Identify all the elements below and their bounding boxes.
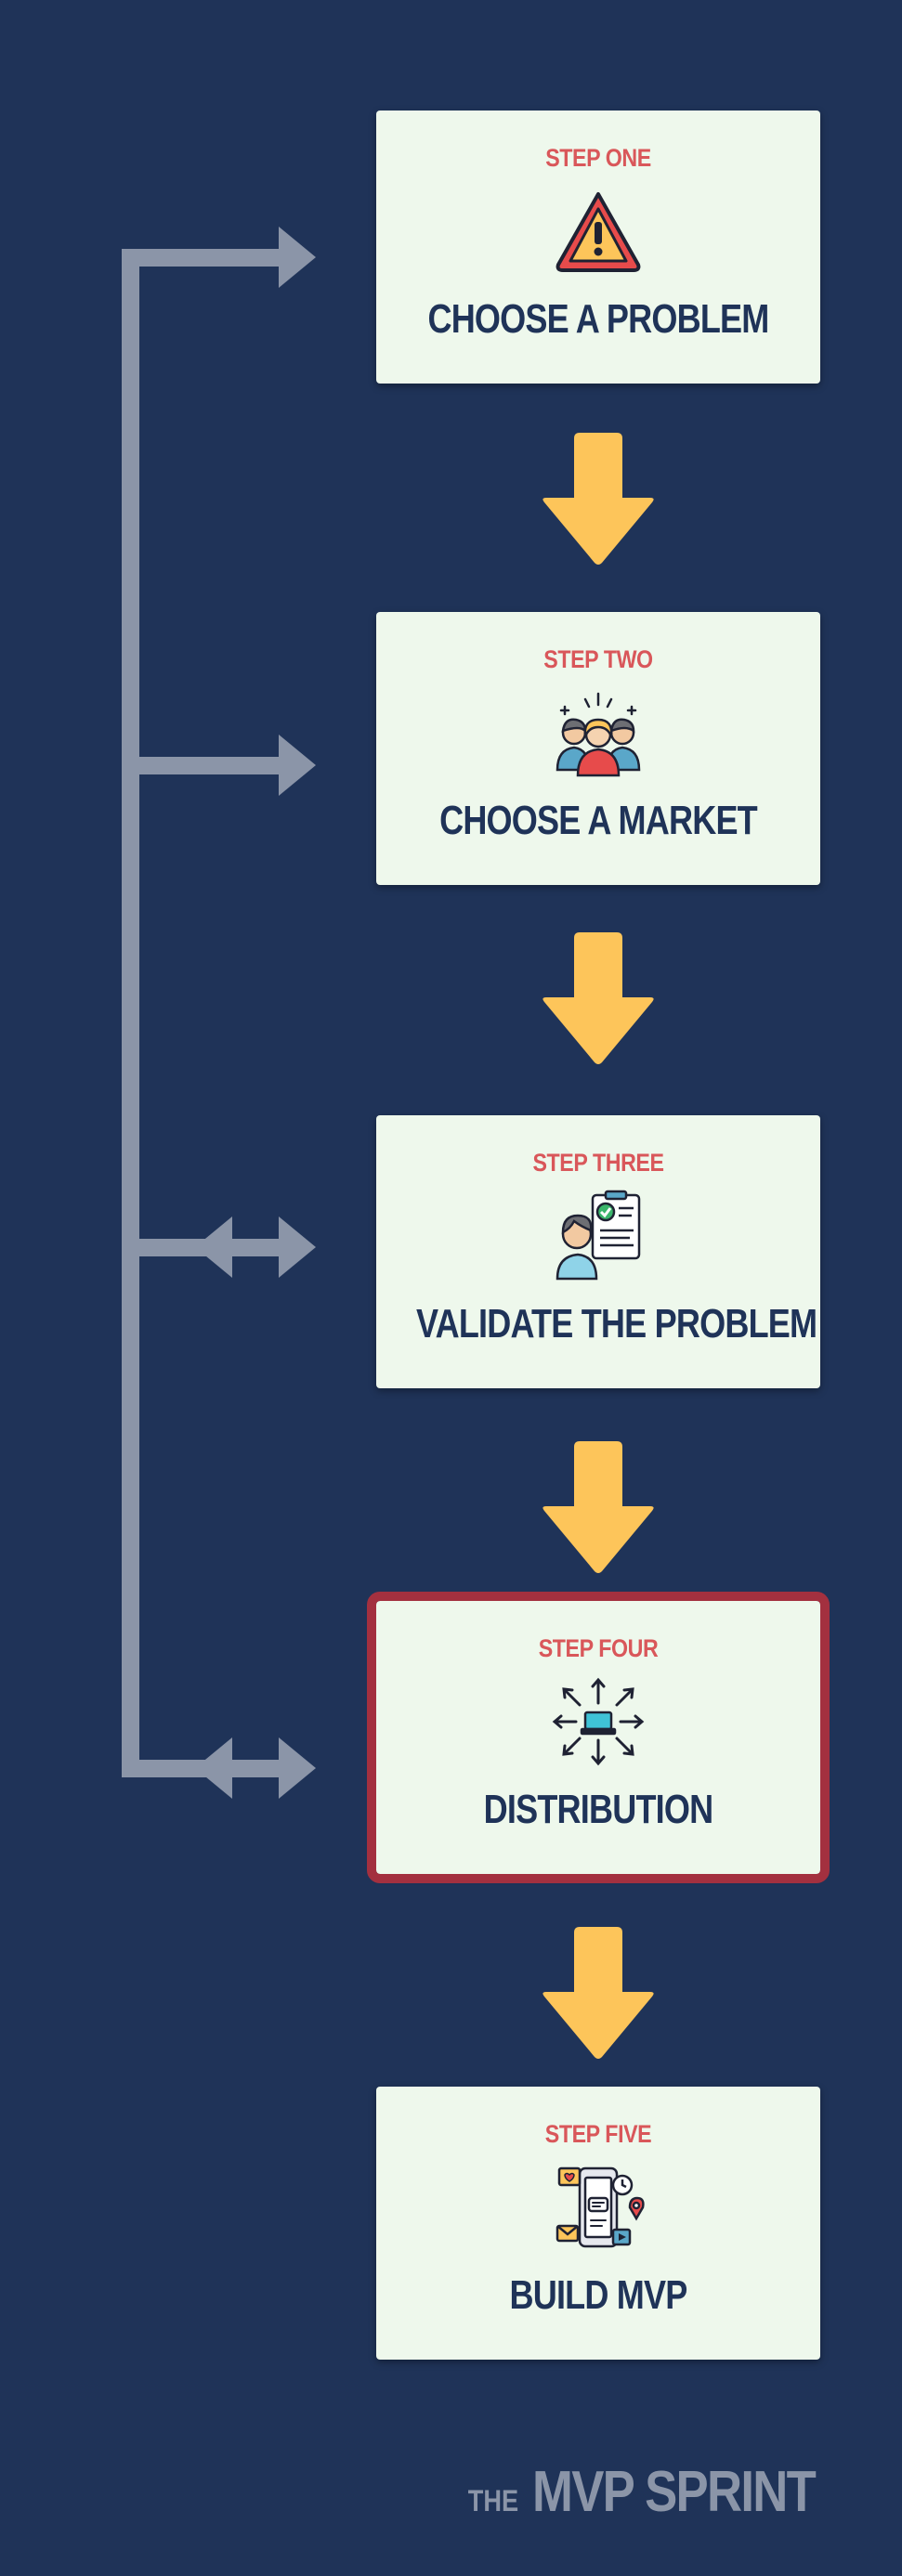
step-card-2: STEP TWO CHOOSE A MARKET [376, 612, 820, 885]
group-of-people-icon [556, 692, 641, 777]
feedback-branch-step-two [122, 757, 289, 774]
feedback-vertical-bar [122, 249, 139, 1777]
laptop-broadcast-icon [552, 1677, 645, 1766]
step-title: BUILD MVP [509, 2272, 687, 2318]
step-label: STEP TWO [543, 645, 653, 673]
arrowhead-right-step-two [279, 735, 316, 796]
flow-arrow-1-to-2 [543, 433, 654, 565]
step-label: STEP FOUR [538, 1634, 659, 1662]
step-label: STEP FIVE [544, 2120, 652, 2148]
step-title: VALIDATE THE PROBLEM [416, 1301, 817, 1347]
mobile-app-icon [556, 2166, 645, 2248]
step-card-4: STEP FOUR DISTRIBUTION [367, 1592, 830, 1883]
arrowhead-right-step-one [279, 227, 316, 288]
step-label: STEP ONE [545, 144, 651, 172]
brand-prefix: THE [467, 2484, 519, 2517]
flow-arrow-2-to-3 [543, 932, 654, 1064]
step-card-1: STEP ONE CHOOSE A PROBLEM [376, 111, 820, 384]
step-card-3: STEP THREE VALIDATE THE PROBLEM [376, 1115, 820, 1388]
person-checklist-icon [556, 1190, 641, 1281]
step-title: DISTRIBUTION [483, 1787, 714, 1832]
flow-arrow-4-to-5 [543, 1927, 654, 2059]
flow-arrow-3-to-4 [543, 1441, 654, 1573]
arrowhead-right-step-three [279, 1216, 316, 1278]
arrowhead-right-step-four [279, 1737, 316, 1799]
arrowhead-left-step-four [195, 1737, 232, 1799]
step-card-5: STEP FIVE BUILD MVP [376, 2087, 820, 2360]
step-label: STEP THREE [532, 1149, 664, 1177]
feedback-branch-step-one [122, 249, 289, 267]
brand-name: MVP SPRINT [532, 2460, 817, 2524]
brand-logo: THE MVP SPRINT [464, 2459, 865, 2525]
arrowhead-left-step-three [195, 1216, 232, 1278]
step-title: CHOOSE A MARKET [439, 798, 758, 843]
warning-triangle-icon [556, 192, 641, 272]
step-title: CHOOSE A PROBLEM [427, 296, 769, 342]
